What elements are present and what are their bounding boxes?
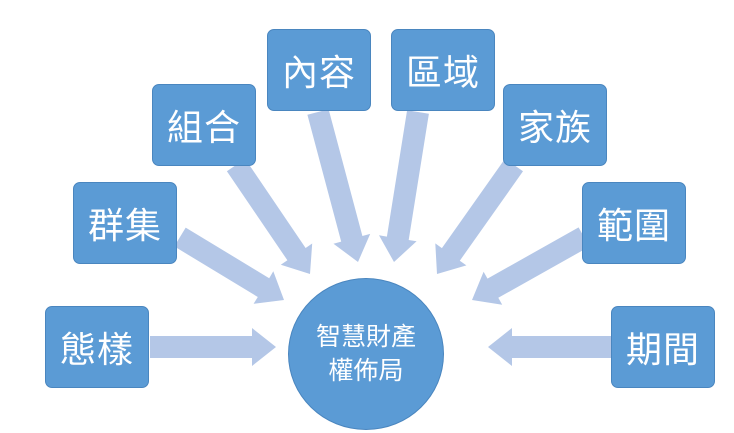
arrow-from-fanwei xyxy=(472,227,590,305)
node-qijian: 期間 xyxy=(611,306,715,388)
node-fanwei: 範圍 xyxy=(582,182,686,264)
arrow-from-neirong xyxy=(307,109,371,262)
arrow-from-jiazu xyxy=(435,158,523,274)
center-node-line1: 智慧財產 xyxy=(315,322,416,351)
center-node: 智慧財產 權佈局 xyxy=(288,278,444,430)
node-jiazu-label: 家族 xyxy=(517,108,592,149)
arrow-from-zuhe xyxy=(226,158,313,274)
node-qunji: 群集 xyxy=(73,182,177,264)
node-quyu: 區域 xyxy=(391,29,495,111)
node-taiyang-label: 態樣 xyxy=(59,330,134,371)
arrow-from-qijian xyxy=(488,328,611,366)
node-qijian-label: 期間 xyxy=(625,330,700,371)
node-fanwei-label: 範圍 xyxy=(596,206,671,247)
node-zuhe: 組合 xyxy=(152,84,256,166)
node-neirong-label: 內容 xyxy=(281,53,356,94)
node-neirong: 內容 xyxy=(267,29,371,111)
node-zuhe-label: 組合 xyxy=(166,108,241,149)
arrow-from-taiyang xyxy=(150,328,276,366)
center-node-line2: 權佈局 xyxy=(328,356,404,385)
arrow-from-quyu xyxy=(379,110,429,262)
arrow-from-qunji xyxy=(174,227,284,304)
node-taiyang: 態樣 xyxy=(45,306,149,388)
node-jiazu: 家族 xyxy=(503,84,607,166)
node-quyu-label: 區域 xyxy=(405,53,480,94)
node-qunji-label: 群集 xyxy=(87,206,162,247)
